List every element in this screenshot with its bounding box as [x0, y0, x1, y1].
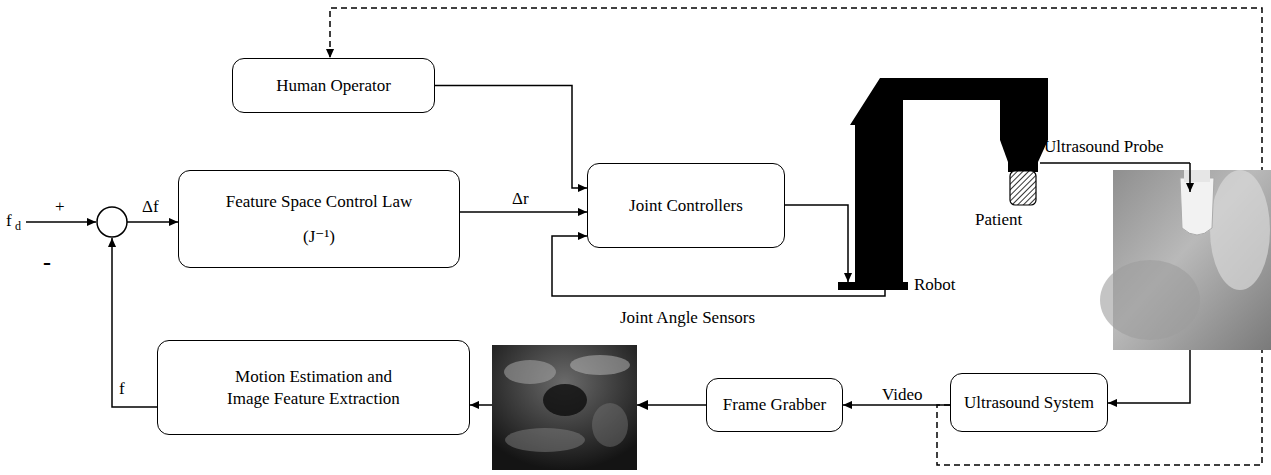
process-box: Motion Estimation and Image Feature Extr…: [157, 340, 470, 435]
summing-junction: [97, 207, 127, 237]
box-title: Feature Space Control Law: [226, 191, 412, 212]
subscript: d: [15, 220, 21, 232]
echo-wire: [1108, 350, 1190, 403]
part-label: Robot: [914, 276, 956, 293]
signal-arrow: [435, 86, 587, 189]
box-title: Motion Estimation and Image Feature Extr…: [214, 366, 414, 409]
patient-photo: [1100, 170, 1271, 350]
error-wire: [127, 221, 178, 223]
part-label: Joint Angle Sensors: [620, 309, 755, 326]
drive-wire: [785, 205, 848, 282]
ultrasound-image: [492, 345, 637, 470]
part-label: Ultrasound Probe: [1044, 138, 1163, 155]
signal-arrow: [843, 404, 950, 406]
signal-label: Δf: [142, 198, 159, 215]
probe-wire: [1040, 162, 1190, 164]
box-formula: (J⁻¹): [303, 226, 335, 247]
control-law-box: Feature Space Control Law (J⁻¹): [178, 170, 460, 268]
sign-label: +: [55, 198, 65, 215]
input-wire: [26, 221, 96, 223]
signal-label: Δr: [512, 190, 529, 207]
process-box: Human Operator: [232, 58, 435, 113]
box-title: Human Operator: [276, 75, 391, 96]
part-label: Patient: [975, 211, 1022, 228]
arrow-head: [637, 400, 648, 410]
process-box: Ultrasound System: [950, 373, 1108, 432]
box-title: Ultrasound System: [964, 392, 1094, 413]
feedback-wire: [112, 238, 157, 407]
sign-label: -: [43, 250, 51, 274]
signal-label: Video: [882, 386, 923, 403]
robot-figure: [838, 78, 1048, 290]
box-title: Frame Grabber: [723, 394, 826, 415]
signal-label: f: [119, 380, 125, 397]
box-title: Joint Controllers: [629, 195, 743, 216]
signal-arrow: [460, 211, 587, 213]
signal-label: f: [6, 212, 12, 229]
ultrasound-probe: [1010, 171, 1036, 205]
probe-wire: [1189, 163, 1191, 192]
process-box: Frame Grabber: [706, 378, 843, 432]
process-box: Joint Controllers: [587, 163, 785, 248]
